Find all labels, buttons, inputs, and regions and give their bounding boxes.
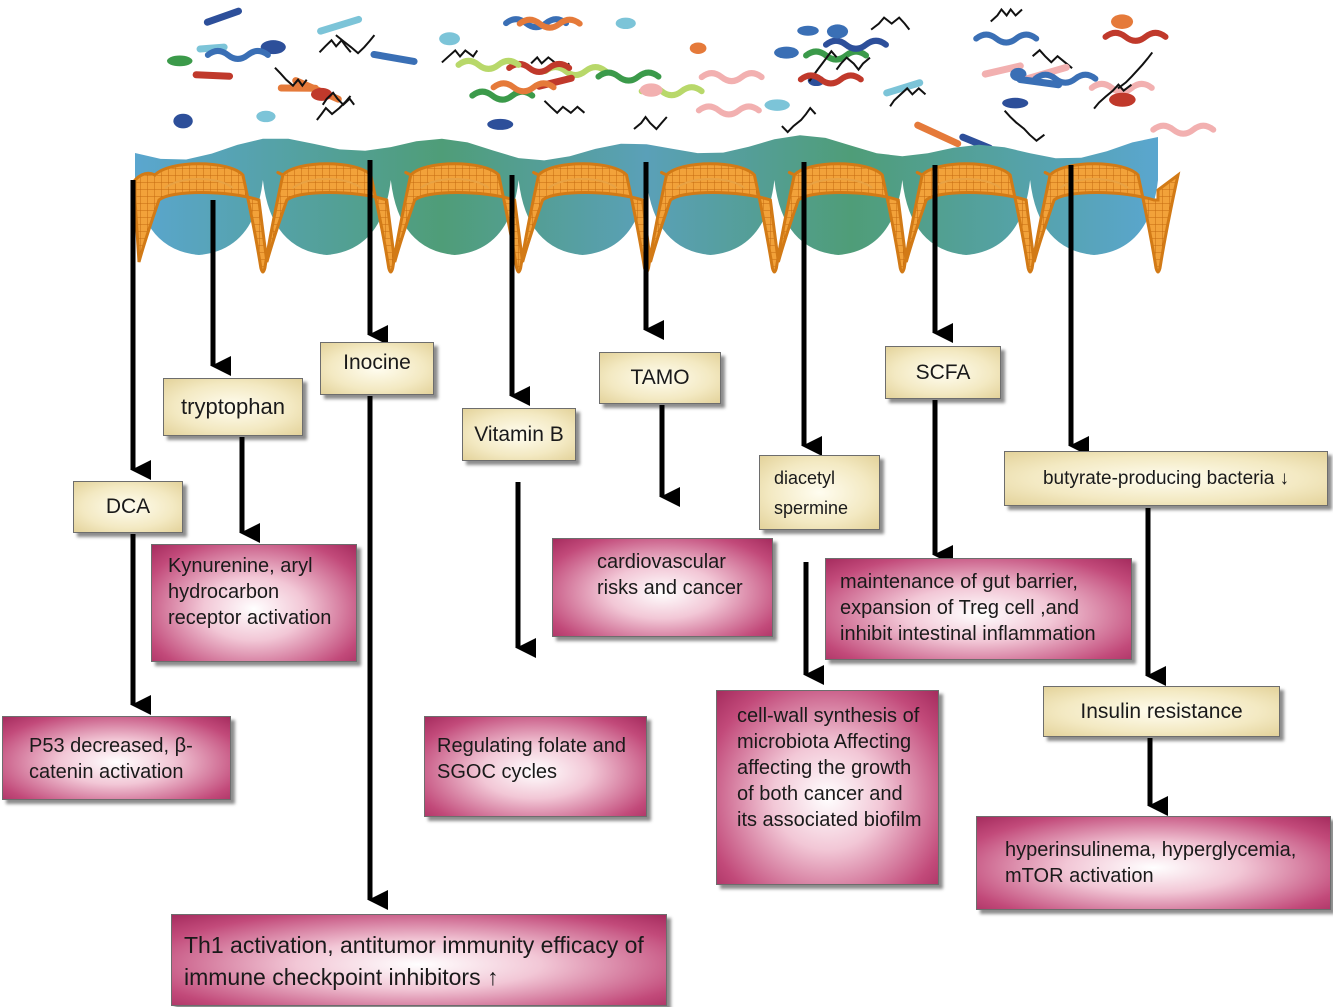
- tryptophan-effect-text: Kynurenine, aryl hydrocarbon receptor ac…: [168, 555, 332, 629]
- inocine-effect-box: Th1 activation, antitumor immunity effic…: [171, 914, 667, 1006]
- tryptophan-effect-box: Kynurenine, aryl hydrocarbon receptor ac…: [151, 544, 357, 662]
- microbe-shape: [1016, 75, 1063, 89]
- tamo-box: TAMO: [599, 352, 721, 404]
- microbe-shape: [516, 16, 583, 31]
- microbe-shape: [797, 25, 819, 36]
- tryptophan-label: tryptophan: [181, 394, 285, 419]
- microbe-shape: [695, 103, 762, 118]
- tamo-effect-text: cardiovascular risks and cancer: [597, 551, 743, 599]
- microbe-shape: [826, 24, 849, 39]
- tryptophan-box: tryptophan: [163, 378, 303, 436]
- inocine-label: Inocine: [343, 351, 411, 374]
- microbe-shape: [317, 15, 363, 35]
- intestinal-epithelium-icon: [133, 135, 1181, 274]
- microbe-shape: [973, 31, 1040, 46]
- dca-effect-box: P53 decreased, β-catenin activation: [2, 716, 231, 800]
- butyrate-effect-box: hyperinsulinema, hyperglycemia, mTOR act…: [976, 816, 1331, 910]
- microbe-shape: [1102, 29, 1169, 44]
- vitamin-b-effect-box: Regulating folate and SGOC cycles: [424, 716, 647, 817]
- microbe-shape: [455, 57, 522, 72]
- microbe-shape: [316, 95, 352, 121]
- microbe-shape: [822, 37, 889, 52]
- microbe-shape: [883, 79, 924, 97]
- microbe-shape: [774, 46, 799, 59]
- diacetyl-spermine-effect-box: cell-wall synthesis of microbiota Affect…: [716, 690, 939, 885]
- insulin-resistance-label: Insulin resistance: [1080, 699, 1243, 723]
- microbe-shape: [542, 64, 609, 79]
- vitamin-b-effect-text: Regulating folate and SGOC cycles: [437, 735, 627, 783]
- dca-effect-text: P53 decreased, β-catenin activation: [29, 735, 193, 783]
- microbe-shape: [487, 118, 514, 130]
- microbe-shape: [166, 55, 193, 67]
- microbe-shape: [639, 83, 663, 97]
- microbe-shape: [764, 99, 790, 111]
- microbe-shape: [310, 87, 333, 101]
- microbe-shape: [490, 80, 557, 95]
- scfa-label: SCFA: [915, 360, 971, 384]
- microbe-shape: [439, 32, 460, 46]
- microbe-shape: [543, 100, 586, 115]
- microbe-shape: [689, 42, 707, 54]
- microbe-shape: [990, 7, 1023, 23]
- microbe-shape: [260, 40, 286, 55]
- inocine-effect-text: Th1 activation, antitumor immunity effic…: [184, 932, 644, 990]
- microbe-shape: [318, 38, 352, 53]
- butyrate-box: butyrate-producing bacteria ↓: [1004, 451, 1328, 506]
- microbe-shape: [1109, 92, 1136, 107]
- microbe-shape: [781, 106, 817, 134]
- microbe-shape: [203, 7, 243, 26]
- microbe-shape: [1111, 14, 1134, 29]
- butyrate-effect-text: hyperinsulinema, hyperglycemia, mTOR act…: [1005, 839, 1297, 887]
- microbe-shape: [173, 113, 193, 129]
- scfa-box: SCFA: [885, 346, 1001, 399]
- scfa-effect-text: maintenance of gut barrier, expansion of…: [840, 571, 1096, 645]
- microbe-shape: [441, 48, 479, 64]
- dca-box: DCA: [73, 481, 183, 533]
- microbe-shape: [1002, 97, 1029, 109]
- vitamin-b-label: Vitamin B: [474, 422, 564, 446]
- microbe-shape: [595, 69, 662, 84]
- gut-microbiota-icon: [166, 7, 1217, 152]
- microbe-shape: [1088, 80, 1155, 95]
- dca-label: DCA: [105, 495, 151, 518]
- microbe-shape: [1031, 48, 1073, 69]
- inocine-box: Inocine: [320, 342, 434, 395]
- vitamin-b-box: Vitamin B: [462, 408, 576, 461]
- microbe-shape: [889, 86, 927, 107]
- microbe-shape: [914, 121, 962, 148]
- microbe-shape: [256, 110, 276, 123]
- microbe-shape: [633, 115, 668, 131]
- insulin-resistance-box: Insulin resistance: [1043, 686, 1280, 737]
- microbe-shape: [615, 17, 636, 30]
- microbe-shape: [204, 47, 271, 62]
- microbe-shape: [370, 50, 418, 65]
- scfa-effect-box: maintenance of gut barrier, expansion of…: [825, 558, 1132, 660]
- tamo-label: TAMO: [630, 366, 690, 389]
- microbe-shape: [797, 72, 864, 87]
- microbe-shape: [335, 34, 376, 55]
- tamo-effect-box: cardiovascular risks and cancer: [552, 538, 773, 637]
- microbe-shape: [1032, 71, 1099, 86]
- microbe-shape: [835, 56, 871, 72]
- diacetyl-spermine-label: diacetyl spermine: [774, 467, 849, 518]
- microbe-shape: [870, 16, 911, 31]
- diacetyl-spermine-box: diacetyl spermine: [759, 455, 880, 530]
- microbe-shape: [1003, 110, 1046, 142]
- microbe-shape: [698, 70, 765, 85]
- microbe-shape: [1117, 51, 1154, 90]
- microbe-shape: [1150, 122, 1217, 137]
- microbe-shape: [192, 71, 234, 80]
- microbe-shape: [274, 66, 308, 88]
- microbe-shape: [321, 91, 355, 107]
- microbe-shape: [503, 16, 570, 31]
- butyrate-label: butyrate-producing bacteria ↓: [1042, 467, 1290, 489]
- diacetyl-spermine-effect-text: cell-wall synthesis of microbiota Affect…: [737, 705, 922, 831]
- microbe-shape: [981, 62, 1024, 78]
- microbe-shape: [1093, 83, 1133, 110]
